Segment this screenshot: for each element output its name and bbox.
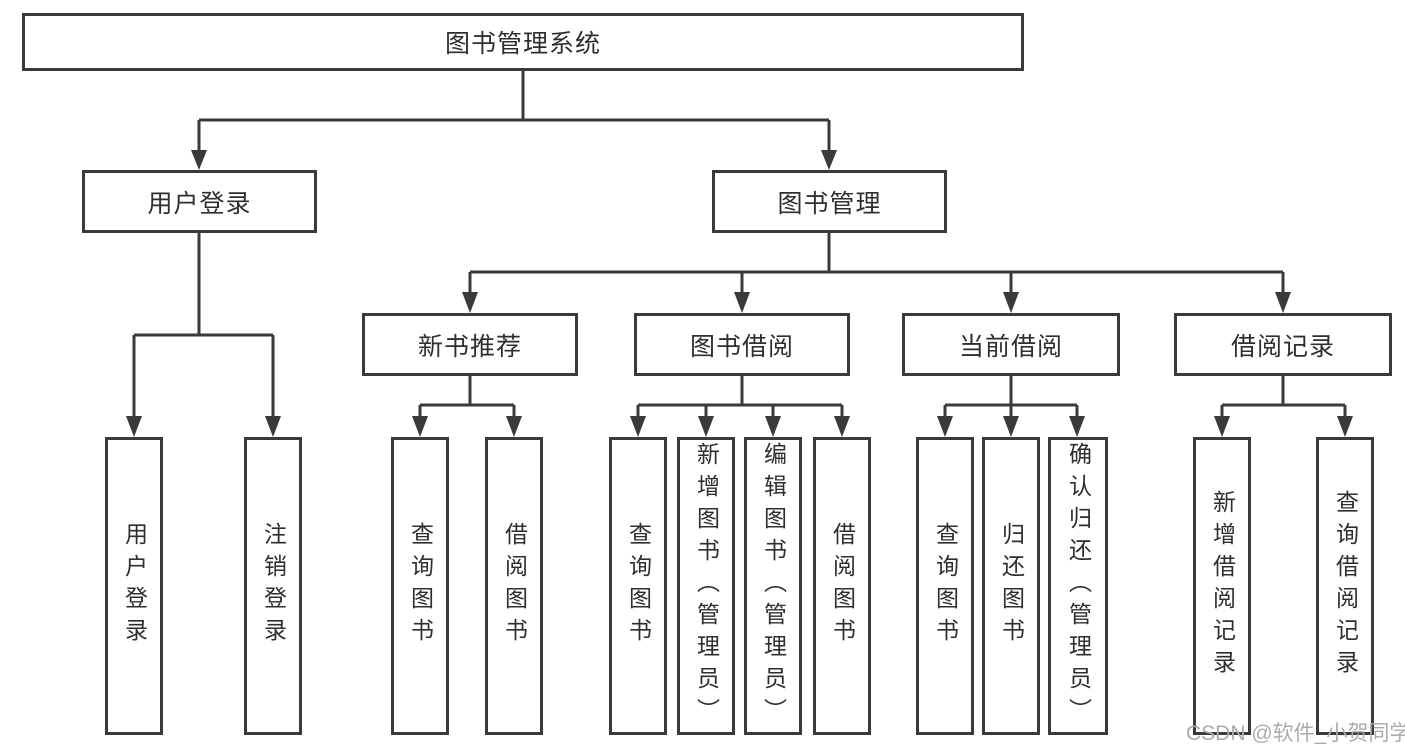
- leaf-query-books-borrow: 查询图书: [609, 437, 667, 735]
- leaf-query-books-recommend: 查询图书: [391, 437, 449, 735]
- node-borrow-records: 借阅记录: [1174, 313, 1392, 376]
- leaf-borrow-books-2: 借阅图书: [813, 437, 871, 735]
- connector-book-management: [462, 233, 1291, 313]
- connector-new-book-recommend: [412, 376, 522, 437]
- leaf-confirm-return-admin: 确认归还（管理员）: [1048, 437, 1108, 735]
- node-book-borrow-label: 图书借阅: [689, 332, 794, 361]
- leaf-add-borrow-record: 新增借阅记录: [1193, 437, 1251, 735]
- node-book-management: 图书管理: [712, 170, 947, 233]
- node-library-system-label: 图书管理系统: [444, 30, 601, 58]
- leaf-user-login: 用户登录: [105, 437, 163, 735]
- node-user-login: 用户登录: [82, 170, 317, 233]
- connector-book-borrow: [630, 376, 850, 437]
- node-user-login-label: 用户登录: [147, 189, 252, 218]
- node-book-borrow: 图书借阅: [634, 313, 850, 376]
- watermark: CSDN @软件_小贺同学: [1186, 722, 1405, 745]
- connector-borrow-records: [1214, 376, 1353, 437]
- node-borrow-records-label: 借阅记录: [1230, 332, 1335, 361]
- node-new-book-recommend-label: 新书推荐: [417, 332, 522, 361]
- connector-root: [191, 70, 837, 170]
- leaf-add-book-admin: 新增图书（管理员）: [677, 437, 735, 735]
- leaf-return-book: 归还图书: [982, 437, 1040, 735]
- leaf-borrow-books-recommend: 借阅图书: [485, 437, 543, 735]
- node-current-borrow: 当前借阅: [902, 313, 1120, 376]
- leaf-query-borrow-record: 查询借阅记录: [1316, 437, 1374, 735]
- connector-current-borrow: [937, 376, 1085, 437]
- node-new-book-recommend: 新书推荐: [362, 313, 578, 376]
- node-current-borrow-label: 当前借阅: [958, 332, 1063, 361]
- connector-user-login: [126, 233, 281, 437]
- leaf-edit-book-admin: 编辑图书（管理员）: [744, 437, 802, 735]
- leaf-logout: 注销登录: [244, 437, 302, 735]
- leaf-query-books-current: 查询图书: [916, 437, 974, 735]
- node-library-system: 图书管理系统: [22, 13, 1024, 71]
- node-book-management-label: 图书管理: [777, 189, 882, 218]
